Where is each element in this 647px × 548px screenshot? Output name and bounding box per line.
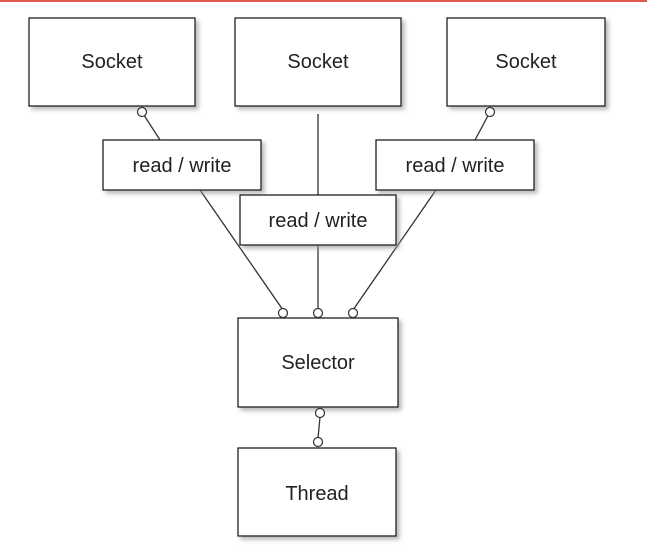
port-circle	[312, 307, 324, 319]
channel-box-2: read / write	[239, 194, 397, 246]
channel-box-1: read / write	[102, 139, 262, 191]
channel-label: read / write	[133, 155, 232, 177]
thread-box: Thread	[237, 447, 397, 537]
socket-label: Socket	[495, 51, 557, 73]
connector-channel-3-selector	[352, 189, 437, 311]
connector-socket-1	[141, 111, 161, 141]
connection-ports	[136, 106, 496, 448]
socket-label: Socket	[287, 51, 349, 73]
thread-label: Thread	[285, 483, 348, 505]
connector-channel-1-selector	[199, 189, 284, 311]
port-circle	[314, 407, 326, 419]
port-circle	[136, 106, 148, 118]
port-circle	[347, 307, 359, 319]
socket-box-3: Socket	[446, 17, 606, 107]
socket-label: Socket	[81, 51, 143, 73]
top-accent-bar	[0, 0, 647, 2]
channel-label: read / write	[406, 155, 505, 177]
channel-box-3: read / write	[375, 139, 535, 191]
connector-socket-3	[474, 111, 491, 141]
selector-box: Selector	[237, 317, 399, 408]
socket-box-1: Socket	[28, 17, 196, 107]
port-circle	[484, 106, 496, 118]
connector-lines	[141, 111, 491, 439]
channel-label: read / write	[269, 210, 368, 232]
selector-label: Selector	[281, 352, 355, 374]
port-circle	[277, 307, 289, 319]
connector-selector-thread	[317, 416, 321, 439]
socket-box-2: Socket	[234, 17, 402, 107]
port-circle	[312, 436, 324, 448]
